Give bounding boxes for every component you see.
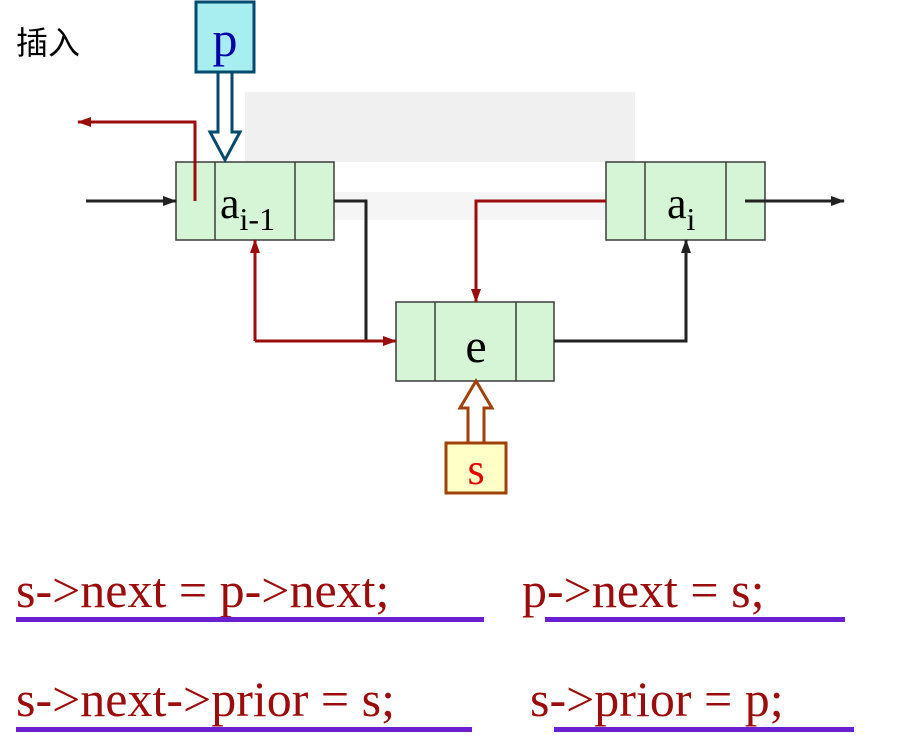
- code-line1-right: p->next = s;: [522, 562, 765, 618]
- diagram-title: 插入: [16, 24, 81, 62]
- node-new: e: [395, 301, 555, 382]
- node-prev: ai-1: [175, 161, 335, 241]
- next-prior-link: [471, 199, 606, 303]
- pointer-s-box: [444, 441, 508, 495]
- pointer-s: s: [444, 378, 508, 495]
- node-prev-sub: i-1: [240, 201, 276, 237]
- node-prev-label: ai-1: [220, 179, 275, 237]
- background-shade: [245, 92, 635, 162]
- pointer-p-label: p: [213, 11, 238, 67]
- node-next-label: ai: [667, 179, 696, 237]
- node-new-label: e: [465, 320, 486, 373]
- code-line1-left: s->next = p->next;: [16, 562, 390, 618]
- code-underline: [16, 727, 472, 732]
- pointer-p-arrow-icon: [207, 70, 243, 164]
- code-underline: [545, 617, 845, 622]
- node-next-base: a: [667, 179, 687, 228]
- pointer-s-arrow-icon: [457, 378, 495, 445]
- prev-prior-link: [77, 117, 197, 201]
- node-next-sub: i: [687, 201, 696, 237]
- pointer-p: p: [194, 0, 256, 164]
- new-next-link: [554, 239, 691, 343]
- code-underline: [554, 727, 854, 732]
- node-next: ai: [605, 161, 766, 241]
- code-line2-right: s->prior = p;: [530, 671, 784, 727]
- code-underline: [16, 617, 484, 622]
- background-shade: [335, 192, 635, 220]
- pointer-s-label: s: [467, 445, 484, 494]
- node-prev-base: a: [220, 179, 240, 228]
- prev-next-link-old: [334, 199, 396, 343]
- code-line2-left: s->next->prior = s;: [16, 671, 395, 727]
- node-prev-box: [175, 161, 335, 241]
